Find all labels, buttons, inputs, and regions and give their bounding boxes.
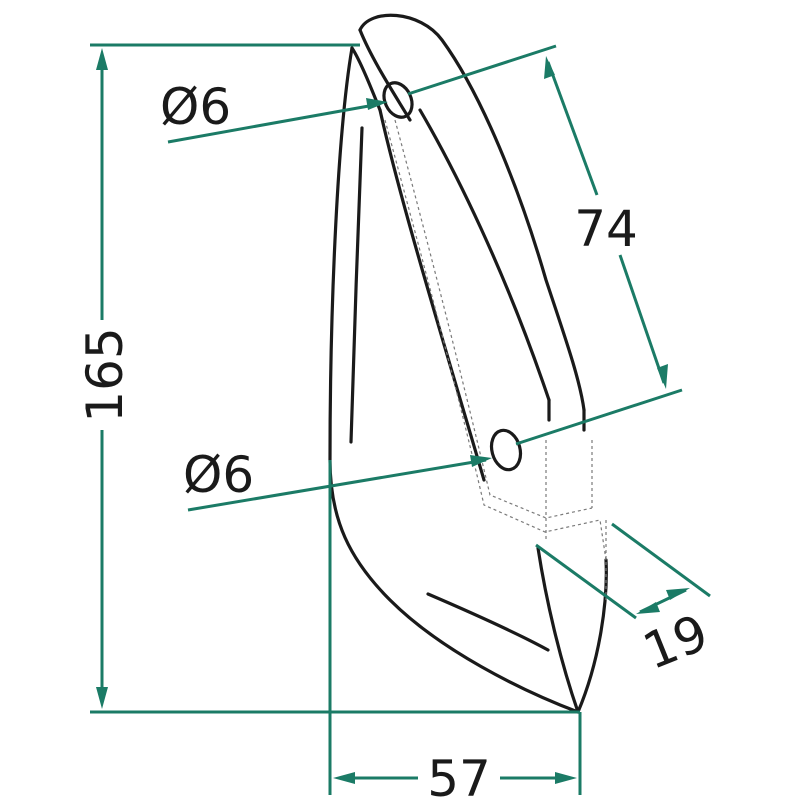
blade-part: [328, 13, 608, 714]
dimension-height: 165: [76, 43, 580, 714]
spacing-line-upper: [546, 61, 599, 196]
spacing-arrow-top: [544, 56, 555, 79]
blade-outer-edge: [358, 13, 586, 412]
dimension-width: 57: [328, 460, 582, 800]
spacing-arrow-bottom: [657, 364, 668, 389]
hole-top-arrow: [366, 98, 388, 110]
blade-top-inner: [358, 28, 412, 122]
height-arrow-top: [96, 48, 108, 70]
spacing-ext-top: [407, 44, 557, 96]
tip-arrow-left: [636, 602, 660, 614]
hole-bottom-leader: [187, 458, 487, 512]
hidden-line-1: [384, 119, 607, 561]
hole-top-label: Ø6: [160, 78, 231, 136]
dimension-tip-width: 19: [535, 522, 716, 681]
blade-lower-stroke: [426, 592, 550, 652]
tip-arrow-right: [666, 588, 690, 600]
width-arrow-right: [555, 772, 577, 784]
tip-label: 19: [635, 603, 716, 681]
spacing-ext-bottom: [515, 388, 683, 446]
blade-inner-edge: [418, 108, 551, 402]
tip-ext-right: [611, 522, 711, 598]
blade-left-inner-line: [349, 126, 364, 444]
dimension-hole-bottom: Ø6: [183, 446, 492, 512]
hidden-line-2: [394, 119, 593, 519]
width-label: 57: [427, 750, 491, 800]
hole-top-leader: [167, 102, 381, 144]
height-arrow-bottom: [96, 687, 108, 709]
hole-bottom-label: Ø6: [183, 446, 254, 504]
dimension-hole-spacing: 74: [407, 44, 683, 446]
hole-bottom: [489, 428, 523, 472]
spacing-line-lower: [618, 254, 666, 384]
blade-left-edge: [328, 46, 580, 714]
blade-inner-right: [378, 108, 486, 482]
tip-ext-left: [535, 543, 637, 620]
width-arrow-left: [333, 772, 355, 784]
spacing-label: 74: [574, 200, 638, 258]
hole-bottom-arrow: [470, 455, 492, 467]
dimension-hole-top: Ø6: [160, 78, 388, 144]
height-label: 165: [76, 327, 134, 422]
